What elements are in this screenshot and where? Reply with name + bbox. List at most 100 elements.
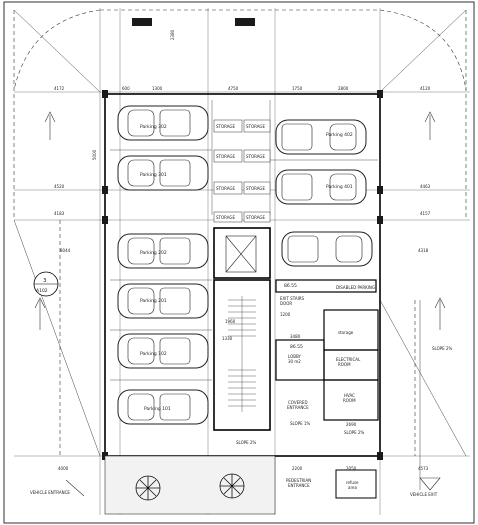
column-2 bbox=[377, 90, 383, 98]
stall-lines bbox=[110, 100, 378, 381]
column-8 bbox=[377, 452, 383, 460]
setback-dashed-lines bbox=[13, 9, 467, 456]
dim-2200: 2200 bbox=[292, 466, 303, 471]
label-exit-stairs: EXIT STAIRS bbox=[280, 296, 305, 301]
label-parking-202: Parking 202 bbox=[140, 250, 167, 256]
right-rooms bbox=[275, 279, 379, 421]
label-parking-401: Parking 401 bbox=[326, 184, 353, 190]
dim-4172: 4172 bbox=[54, 86, 65, 91]
label-parking-101: Parking 101 bbox=[144, 406, 171, 412]
dim-1960: 1960 bbox=[225, 319, 236, 324]
label-parking-201: Parking 201 bbox=[140, 298, 167, 304]
top-access-left bbox=[132, 18, 152, 26]
car-p102 bbox=[117, 333, 209, 369]
label-covered-entrance-2: ENTRANCE bbox=[287, 405, 309, 410]
landscape-strip bbox=[104, 455, 276, 515]
column-6 bbox=[377, 216, 383, 224]
label-lobby-area: 30 m2 bbox=[288, 359, 301, 364]
dim-4157: 4157 bbox=[420, 211, 431, 216]
column-4 bbox=[377, 186, 383, 194]
car-p201 bbox=[117, 283, 209, 319]
label-vehicle-entrance: VEHICLE ENTRANCE bbox=[30, 490, 70, 495]
car-disabled bbox=[281, 231, 373, 267]
label-vehicle-exit: VEHICLE EXIT bbox=[410, 492, 438, 497]
label-hvac-room: ROOM bbox=[343, 398, 356, 403]
dim-8044: 8044 bbox=[60, 248, 71, 253]
storage-7: STORAGE bbox=[216, 215, 236, 220]
car-p401 bbox=[275, 169, 367, 205]
storage-units bbox=[213, 119, 271, 223]
top-access-right bbox=[235, 18, 255, 26]
slope-left: SLOPE 2% bbox=[344, 430, 365, 435]
dim-2690: 2690 bbox=[346, 422, 357, 427]
column-3 bbox=[102, 186, 108, 194]
dim-2050: 2050 bbox=[346, 466, 357, 471]
dim-1330: 1330 bbox=[222, 336, 233, 341]
dim-3480: 3480 bbox=[290, 334, 301, 339]
dim-2800: 2800 bbox=[338, 86, 349, 91]
dim-4318: 4318 bbox=[418, 248, 429, 253]
stair-treads bbox=[228, 296, 256, 412]
dim-1200: 1200 bbox=[280, 312, 291, 317]
dim-4520: 4520 bbox=[54, 184, 65, 189]
level-1: 86.55 bbox=[284, 283, 297, 289]
storage-1: STORAGE bbox=[216, 124, 236, 129]
label-refuse-area: area bbox=[348, 485, 357, 490]
slope-mid: SLOPE 2% bbox=[236, 440, 257, 445]
dim-4120: 4120 bbox=[420, 86, 431, 91]
dim-5000: 5000 bbox=[92, 149, 97, 160]
core-walls bbox=[213, 227, 271, 431]
storage-8: STORAGE bbox=[246, 215, 266, 220]
label-pedestrian-entrance: PEDESTRIAN bbox=[286, 478, 311, 483]
label-electrical: ELECTRICAL bbox=[336, 357, 361, 362]
column-5 bbox=[102, 216, 108, 224]
car-p301 bbox=[117, 155, 209, 191]
dim-600: 600 bbox=[122, 86, 130, 91]
bottom-arrows bbox=[65, 477, 441, 497]
label-parking-402: Parking 402 bbox=[326, 132, 353, 138]
level-2: 86.55 bbox=[290, 344, 303, 350]
label-electrical-room: ROOM bbox=[338, 362, 351, 367]
label-disabled-parking: DISABLED PARKING bbox=[336, 285, 375, 290]
label-hvac: HVAC bbox=[344, 393, 355, 398]
grid-lines bbox=[14, 8, 470, 515]
car-p302 bbox=[117, 105, 209, 141]
elevator bbox=[225, 235, 257, 273]
label-parking-102: Parking 102 bbox=[140, 351, 167, 357]
label-exit-stairs-door: DOOR bbox=[280, 301, 292, 306]
car-p202 bbox=[117, 233, 209, 269]
label-pedestrian-entrance-2: ENTRANCE bbox=[288, 483, 310, 488]
label-lobby: LOBBY bbox=[288, 354, 302, 359]
slope-right: SLOPE 2% bbox=[432, 346, 453, 351]
column-1 bbox=[102, 90, 108, 98]
refuse-area bbox=[335, 469, 377, 499]
car-p402 bbox=[275, 119, 367, 155]
section-marker bbox=[33, 271, 59, 297]
dim-4573: 4573 bbox=[418, 466, 429, 471]
section-sheet: A102 bbox=[36, 288, 48, 294]
section-number: 3 bbox=[43, 278, 47, 284]
dim-1750: 1750 bbox=[292, 86, 303, 91]
dim-4000: 4000 bbox=[58, 466, 69, 471]
dim-1300: 1300 bbox=[152, 86, 163, 91]
trees bbox=[135, 473, 245, 501]
label-refuse: refuse bbox=[346, 480, 359, 485]
dim-2380: 2380 bbox=[170, 29, 175, 40]
slope-bottom: SLOPE 1% bbox=[290, 421, 311, 426]
direction-arrows bbox=[34, 111, 446, 330]
label-storage-room: storage bbox=[338, 330, 354, 335]
sheet-frame bbox=[3, 1, 475, 524]
car-p101 bbox=[117, 389, 209, 425]
label-covered-entrance: COVERED bbox=[288, 400, 308, 405]
dim-4750: 4750 bbox=[228, 86, 239, 91]
storage-4: STORAGE bbox=[246, 154, 266, 159]
corner-diagonals bbox=[13, 9, 467, 490]
label-parking-302: Parking 302 bbox=[140, 124, 167, 130]
label-parking-301: Parking 301 bbox=[140, 172, 167, 178]
dim-4183: 4183 bbox=[54, 211, 65, 216]
storage-6: STORAGE bbox=[246, 186, 266, 191]
storage-5: STORAGE bbox=[216, 186, 236, 191]
dim-4463: 4463 bbox=[420, 184, 431, 189]
storage-2: STORAGE bbox=[246, 124, 266, 129]
